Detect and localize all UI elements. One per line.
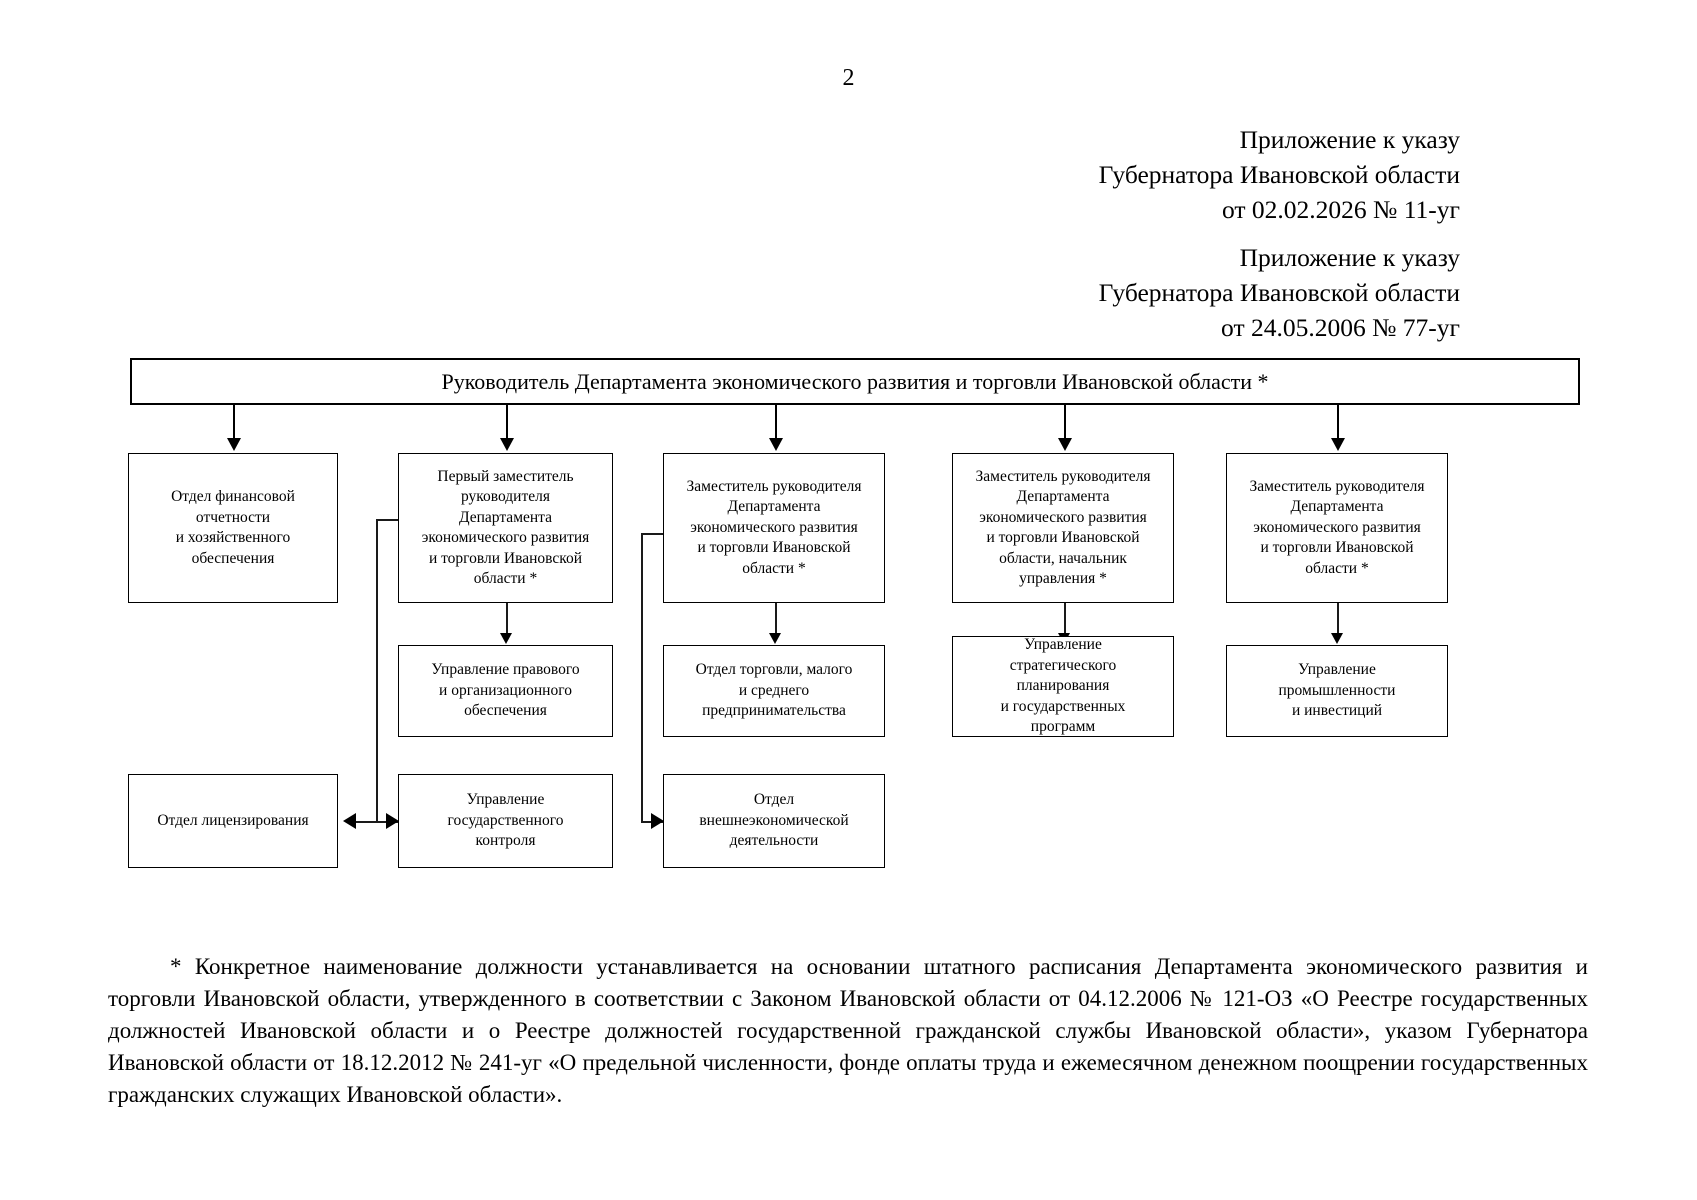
connector-n2-elbow-top: [376, 519, 400, 521]
org-node-root: Руководитель Департамента экономического…: [130, 358, 1580, 405]
arrowhead-n3-to-n12: [651, 813, 664, 829]
org-node-strategic-planning: Управление стратегического планирования …: [952, 636, 1174, 737]
org-node-foreign-economic-activity: Отдел внешнеэкономической деятельности: [663, 774, 885, 868]
appendix-line: Приложение к указу: [1239, 243, 1460, 272]
org-node-label: Управление правового и организационного …: [431, 661, 580, 720]
org-node-label: Отдел лицензирования: [157, 811, 309, 829]
arrowhead-n2-to-n11: [386, 813, 399, 829]
arrowhead-root-to-n4: [1057, 438, 1072, 451]
org-node-industry-investment: Управление промышленности и инвестиций: [1226, 645, 1448, 737]
appendix-line: Губернатора Ивановской области: [1098, 160, 1460, 189]
connector-n3-elbow-top: [641, 533, 665, 535]
org-node-first-deputy-head: Первый заместитель руководителя Департам…: [398, 453, 613, 603]
org-node-label: Управление государственного контроля: [447, 791, 564, 850]
org-node-legal-organizational-support: Управление правового и организационного …: [398, 645, 613, 737]
arrowhead-n2-to-n6: [500, 633, 512, 644]
org-node-label: Отдел внешнеэкономической деятельности: [699, 791, 849, 850]
appendix-line: Приложение к указу: [1239, 125, 1460, 154]
org-node-label: Заместитель руководителя Департамента эк…: [1249, 477, 1425, 577]
appendix-line: от 02.02.2026 № 11-уг: [1221, 195, 1460, 224]
org-node-label: Заместитель руководителя Департамента эк…: [975, 467, 1151, 588]
arrowhead-n2-to-n10: [343, 813, 356, 829]
connector-root-to-n3: [775, 405, 778, 440]
connector-n2-elbow-vertical: [376, 519, 378, 822]
arrowhead-root-to-n5: [1330, 438, 1345, 451]
org-node-deputy-head-trade: Заместитель руководителя Департамента эк…: [663, 453, 885, 603]
connector-n4-to-n8: [1064, 603, 1066, 635]
footnote-text: * Конкретное наименование должности уста…: [108, 954, 1588, 1107]
appendix-reference-block-1: Приложение к указу Губернатора Ивановско…: [1099, 122, 1460, 227]
org-node-label: Отдел финансовой отчетности и хозяйствен…: [171, 488, 295, 567]
org-node-trade-small-business: Отдел торговли, малого и среднего предпр…: [663, 645, 885, 737]
org-node-label: Управление промышленности и инвестиций: [1278, 661, 1396, 720]
connector-root-to-n2: [506, 405, 509, 440]
arrowhead-root-to-n3: [768, 438, 783, 451]
connector-n5-to-n9: [1337, 603, 1339, 635]
appendix-reference-block-2: Приложение к указу Губернатора Ивановско…: [1099, 240, 1460, 345]
org-node-label: Отдел торговли, малого и среднего предпр…: [695, 661, 853, 720]
page-number: 2: [842, 65, 855, 91]
org-node-deputy-head-industry: Заместитель руководителя Департамента эк…: [1226, 453, 1448, 603]
appendix-line: Губернатора Ивановской области: [1098, 278, 1460, 307]
connector-root-to-n4: [1064, 405, 1067, 440]
appendix-line: от 24.05.2006 № 77-уг: [1221, 313, 1460, 342]
connector-n2-to-n6: [506, 603, 508, 635]
connector-root-to-n1: [233, 405, 236, 440]
connector-n3-to-n7: [775, 603, 777, 635]
connector-root-to-n5: [1337, 405, 1340, 440]
arrowhead-root-to-n2: [499, 438, 514, 451]
org-node-label: Заместитель руководителя Департамента эк…: [686, 477, 862, 577]
org-node-finance-reporting-department: Отдел финансовой отчетности и хозяйствен…: [128, 453, 338, 603]
org-node-deputy-head-strategic: Заместитель руководителя Департамента эк…: [952, 453, 1174, 603]
arrowhead-root-to-n1: [226, 438, 241, 451]
connector-n3-elbow-vertical: [641, 533, 643, 822]
arrowhead-n3-to-n7: [769, 633, 781, 644]
connector-n2-elbow-bottom-left: [356, 821, 378, 823]
arrowhead-n5-to-n9: [1331, 633, 1343, 644]
org-node-licensing-department: Отдел лицензирования: [128, 774, 338, 868]
org-node-label: Первый заместитель руководителя Департам…: [421, 467, 590, 588]
org-node-label: Руководитель Департамента экономического…: [441, 368, 1269, 394]
org-node-label: Управление стратегического планирования …: [1000, 636, 1126, 736]
org-node-state-control: Управление государственного контроля: [398, 774, 613, 868]
